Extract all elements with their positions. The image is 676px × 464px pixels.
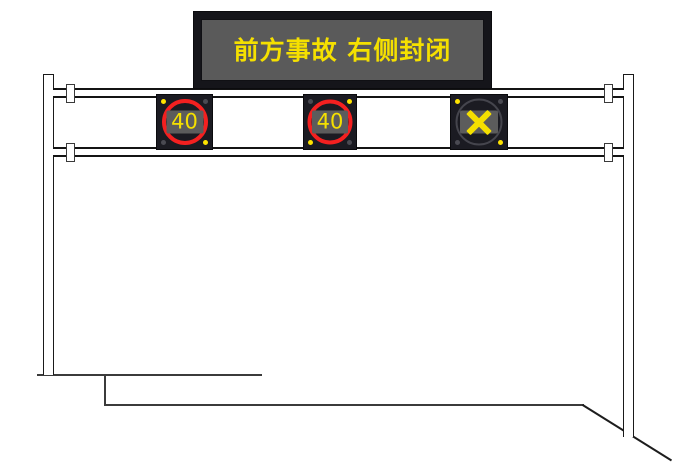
- variable-message-sign[interactable]: 前方事故 右侧封闭: [193, 11, 492, 89]
- lane-sign-3-corner-tr: [498, 99, 503, 104]
- lane-sign-2-speed-value: 40: [316, 109, 344, 134]
- ground-line-upper: [37, 374, 262, 376]
- left-support-post: [43, 74, 54, 375]
- lane-sign-1[interactable]: 40: [156, 94, 213, 150]
- lane-sign-3-corner-bl: [455, 140, 460, 145]
- lane-sign-1-corner-tr: [203, 99, 208, 104]
- lane-sign-3-corner-br: [498, 140, 503, 145]
- lane-sign-3-corner-tl: [455, 99, 460, 104]
- lane-sign-1-corner-br: [203, 140, 208, 145]
- lane-sign-1-glyph-box: 40: [166, 109, 203, 134]
- lane-sign-3[interactable]: [450, 94, 508, 150]
- beam-bracket-lower-right: [604, 143, 613, 162]
- lane-sign-1-speed-value: 40: [171, 109, 198, 134]
- ground-line-step: [104, 374, 106, 406]
- beam-bracket-lower-left: [66, 143, 75, 162]
- lane-sign-2-corner-tr: [347, 99, 352, 104]
- beam-bracket-upper-left: [66, 84, 75, 103]
- lane-sign-1-red-ring: [161, 99, 208, 145]
- lane-sign-2[interactable]: 40: [303, 94, 357, 150]
- lane-sign-2-corner-bl: [308, 140, 313, 145]
- lane-sign-2-red-ring: [307, 99, 353, 145]
- ground-line-lower: [104, 404, 584, 406]
- beam-bracket-upper-right: [604, 84, 613, 103]
- lane-sign-2-glyph-box: 40: [312, 109, 348, 134]
- right-support-post: [623, 74, 634, 437]
- lane-sign-2-corner-tl: [308, 99, 313, 104]
- lane-sign-3-glyph-box: [460, 109, 498, 135]
- lane-sign-1-corner-bl: [161, 140, 166, 145]
- lane-sign-1-corner-tl: [161, 99, 166, 104]
- lane-sign-2-corner-br: [347, 140, 352, 145]
- lane-closed-x-icon: [466, 109, 492, 135]
- vms-message-text: 前方事故 右侧封闭: [233, 35, 452, 65]
- lane-sign-3-dark-ring: [455, 98, 503, 146]
- vms-display-screen: 前方事故 右侧封闭: [201, 19, 484, 81]
